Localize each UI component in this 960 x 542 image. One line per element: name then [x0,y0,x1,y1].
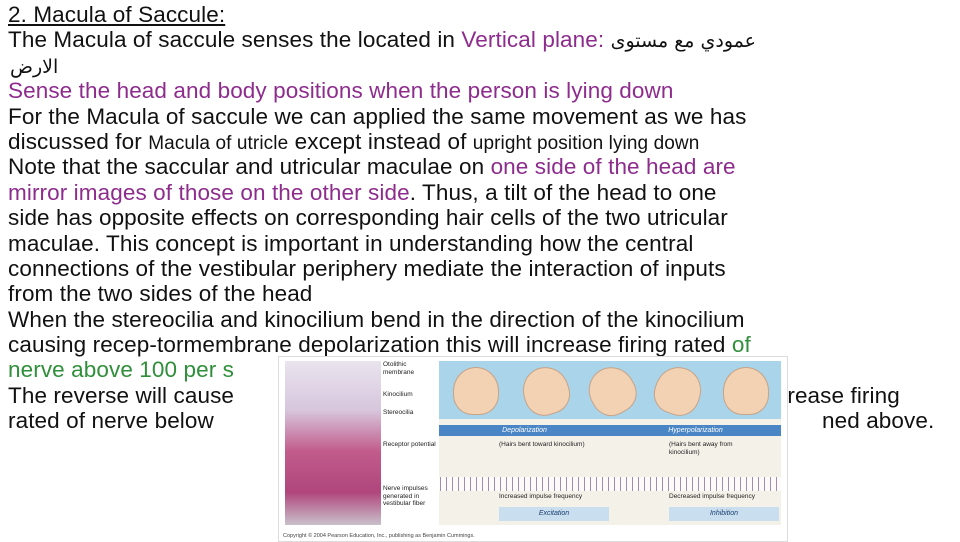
label-stereocilia: Stereocilia [383,409,414,416]
head-icon [723,367,769,415]
inhibition-label: Inhibition [669,507,779,521]
depolarization-band: Depolarization [439,425,610,436]
head-tilt-row [439,358,781,424]
nerve-impulse-trace [439,477,781,491]
label-receptor-potential: Receptor potential [383,441,436,448]
text-line-14: nerve above 100 per s [8,357,235,383]
text-line-4: For the Macula of saccule we can applied… [8,103,747,129]
text-line-13: causing recep-tormembrane depolarization… [8,332,751,358]
head-icon [453,367,499,415]
label-kinocilium: Kinocilium [383,391,413,398]
hair-cell-illustration [285,361,381,525]
text-line-6: Note that the saccular and utricular mac… [8,154,736,180]
figure-panel: Depolarization Hyperpolarization (Hairs … [439,358,781,525]
arabic-note: عمودي مع مستوى [610,30,756,53]
heading-line: 2. Macula of Saccule: [8,2,952,27]
text-line-9: maculae. This concept is important in un… [8,230,694,256]
head-icon [648,360,708,422]
decreased-frequency: Decreased impulse frequency [669,493,755,500]
label-nerve-impulses: Nerve impulses generated in vestibular f… [383,485,428,507]
dep-note: (Hairs bent toward kinocilium) [499,441,585,448]
text-line-8: side has opposite effects on correspondi… [8,205,728,231]
text-line-11: from the two sides of the head [8,281,313,307]
excitation-label: Excitation [499,507,609,521]
slide-body-text: 2. Macula of Saccule: The Macula of sacc… [8,2,952,434]
label-otolithic-membrane: Otolithic membrane [383,361,415,376]
section-heading: 2. Macula of Saccule: [8,2,226,27]
hyperpolarization-band: Hyperpolarization [610,425,781,436]
text-line-5: discussed for Macula of utricle except i… [8,128,700,154]
hyp-note: (Hairs bent away from kinocilium) [669,441,733,456]
text-line-2: الارض [8,53,952,78]
increased-frequency: Increased impulse frequency [499,493,583,500]
arabic-note-2: الارض [10,55,59,78]
text-line-3: Sense the head and body positions when t… [8,78,674,104]
text-line-12: When the stereocilia and kinocilium bend… [8,306,745,332]
hair-cell-figure: Otolithic membrane Kinocilium Stereocili… [278,356,788,542]
figure-copyright: Copyright © 2004 Pearson Education, Inc.… [283,533,475,539]
text-line-10: connections of the vestibular periphery … [8,255,726,281]
head-icon [580,358,644,424]
text-line-15: The reverse will cause crease firing [8,382,900,408]
vertical-plane-highlight: Vertical plane: [461,27,611,53]
text-line-7: mirror images of those on the other side… [8,179,717,205]
figure-labels: Otolithic membrane Kinocilium Stereocili… [381,357,437,541]
head-icon [516,361,576,421]
text-line-1: The Macula of saccule senses the located… [8,27,756,53]
text-line-16: rated of nerve below ned above. [8,408,935,434]
